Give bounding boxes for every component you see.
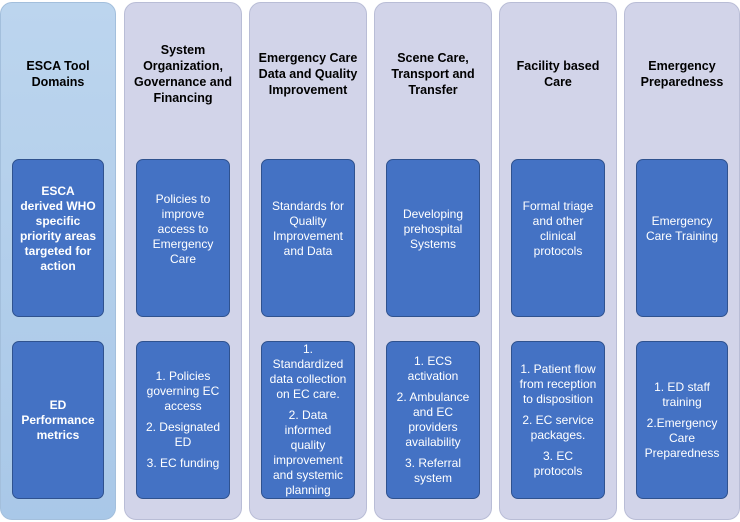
column-header: ESCA Tool Domains: [26, 59, 90, 89]
priority-area-box: ESCA derived WHO specific priority areas…: [12, 159, 104, 317]
column-header: Emergency Care Data and Quality Improvem…: [258, 51, 358, 97]
column-esca-tool-domains: ESCA Tool Domains ESCA derived WHO speci…: [0, 2, 116, 520]
metrics-box: 1. Standardized data collection on EC ca…: [261, 341, 355, 499]
priority-area-box: Standards for Quality Improvement and Da…: [261, 159, 355, 317]
column-header: Emergency Preparedness: [640, 59, 724, 89]
column-emergency-preparedness: Emergency Preparedness Emergency Care Tr…: [624, 2, 740, 520]
priority-area-box: Emergency Care Training: [636, 159, 728, 317]
column-data-quality: Emergency Care Data and Quality Improvem…: [249, 2, 367, 520]
priority-area-box: Formal triage and other clinical protoco…: [511, 159, 605, 317]
column-header: Scene Care, Transport and Transfer: [391, 51, 475, 97]
priority-area-box: Policies to improve access to Emergency …: [136, 159, 230, 317]
column-header: System Organization, Governance and Fina…: [134, 43, 232, 105]
column-scene-care: Scene Care, Transport and Transfer Devel…: [374, 2, 492, 520]
metrics-box: 1. ECS activation 2. Ambulance and EC pr…: [386, 341, 480, 499]
column-facility-care: Facility based Care Formal triage and ot…: [499, 2, 617, 520]
metrics-box: ED Performance metrics: [12, 341, 104, 499]
priority-area-box: Developing prehospital Systems: [386, 159, 480, 317]
column-header: Facility based Care: [516, 59, 600, 89]
metrics-box: 1. Policies governing EC access 2. Desig…: [136, 341, 230, 499]
metrics-box: 1. ED staff training 2.Emergency Care Pr…: [636, 341, 728, 499]
metrics-box: 1. Patient flow from reception to dispos…: [511, 341, 605, 499]
column-system-organization: System Organization, Governance and Fina…: [124, 2, 242, 520]
